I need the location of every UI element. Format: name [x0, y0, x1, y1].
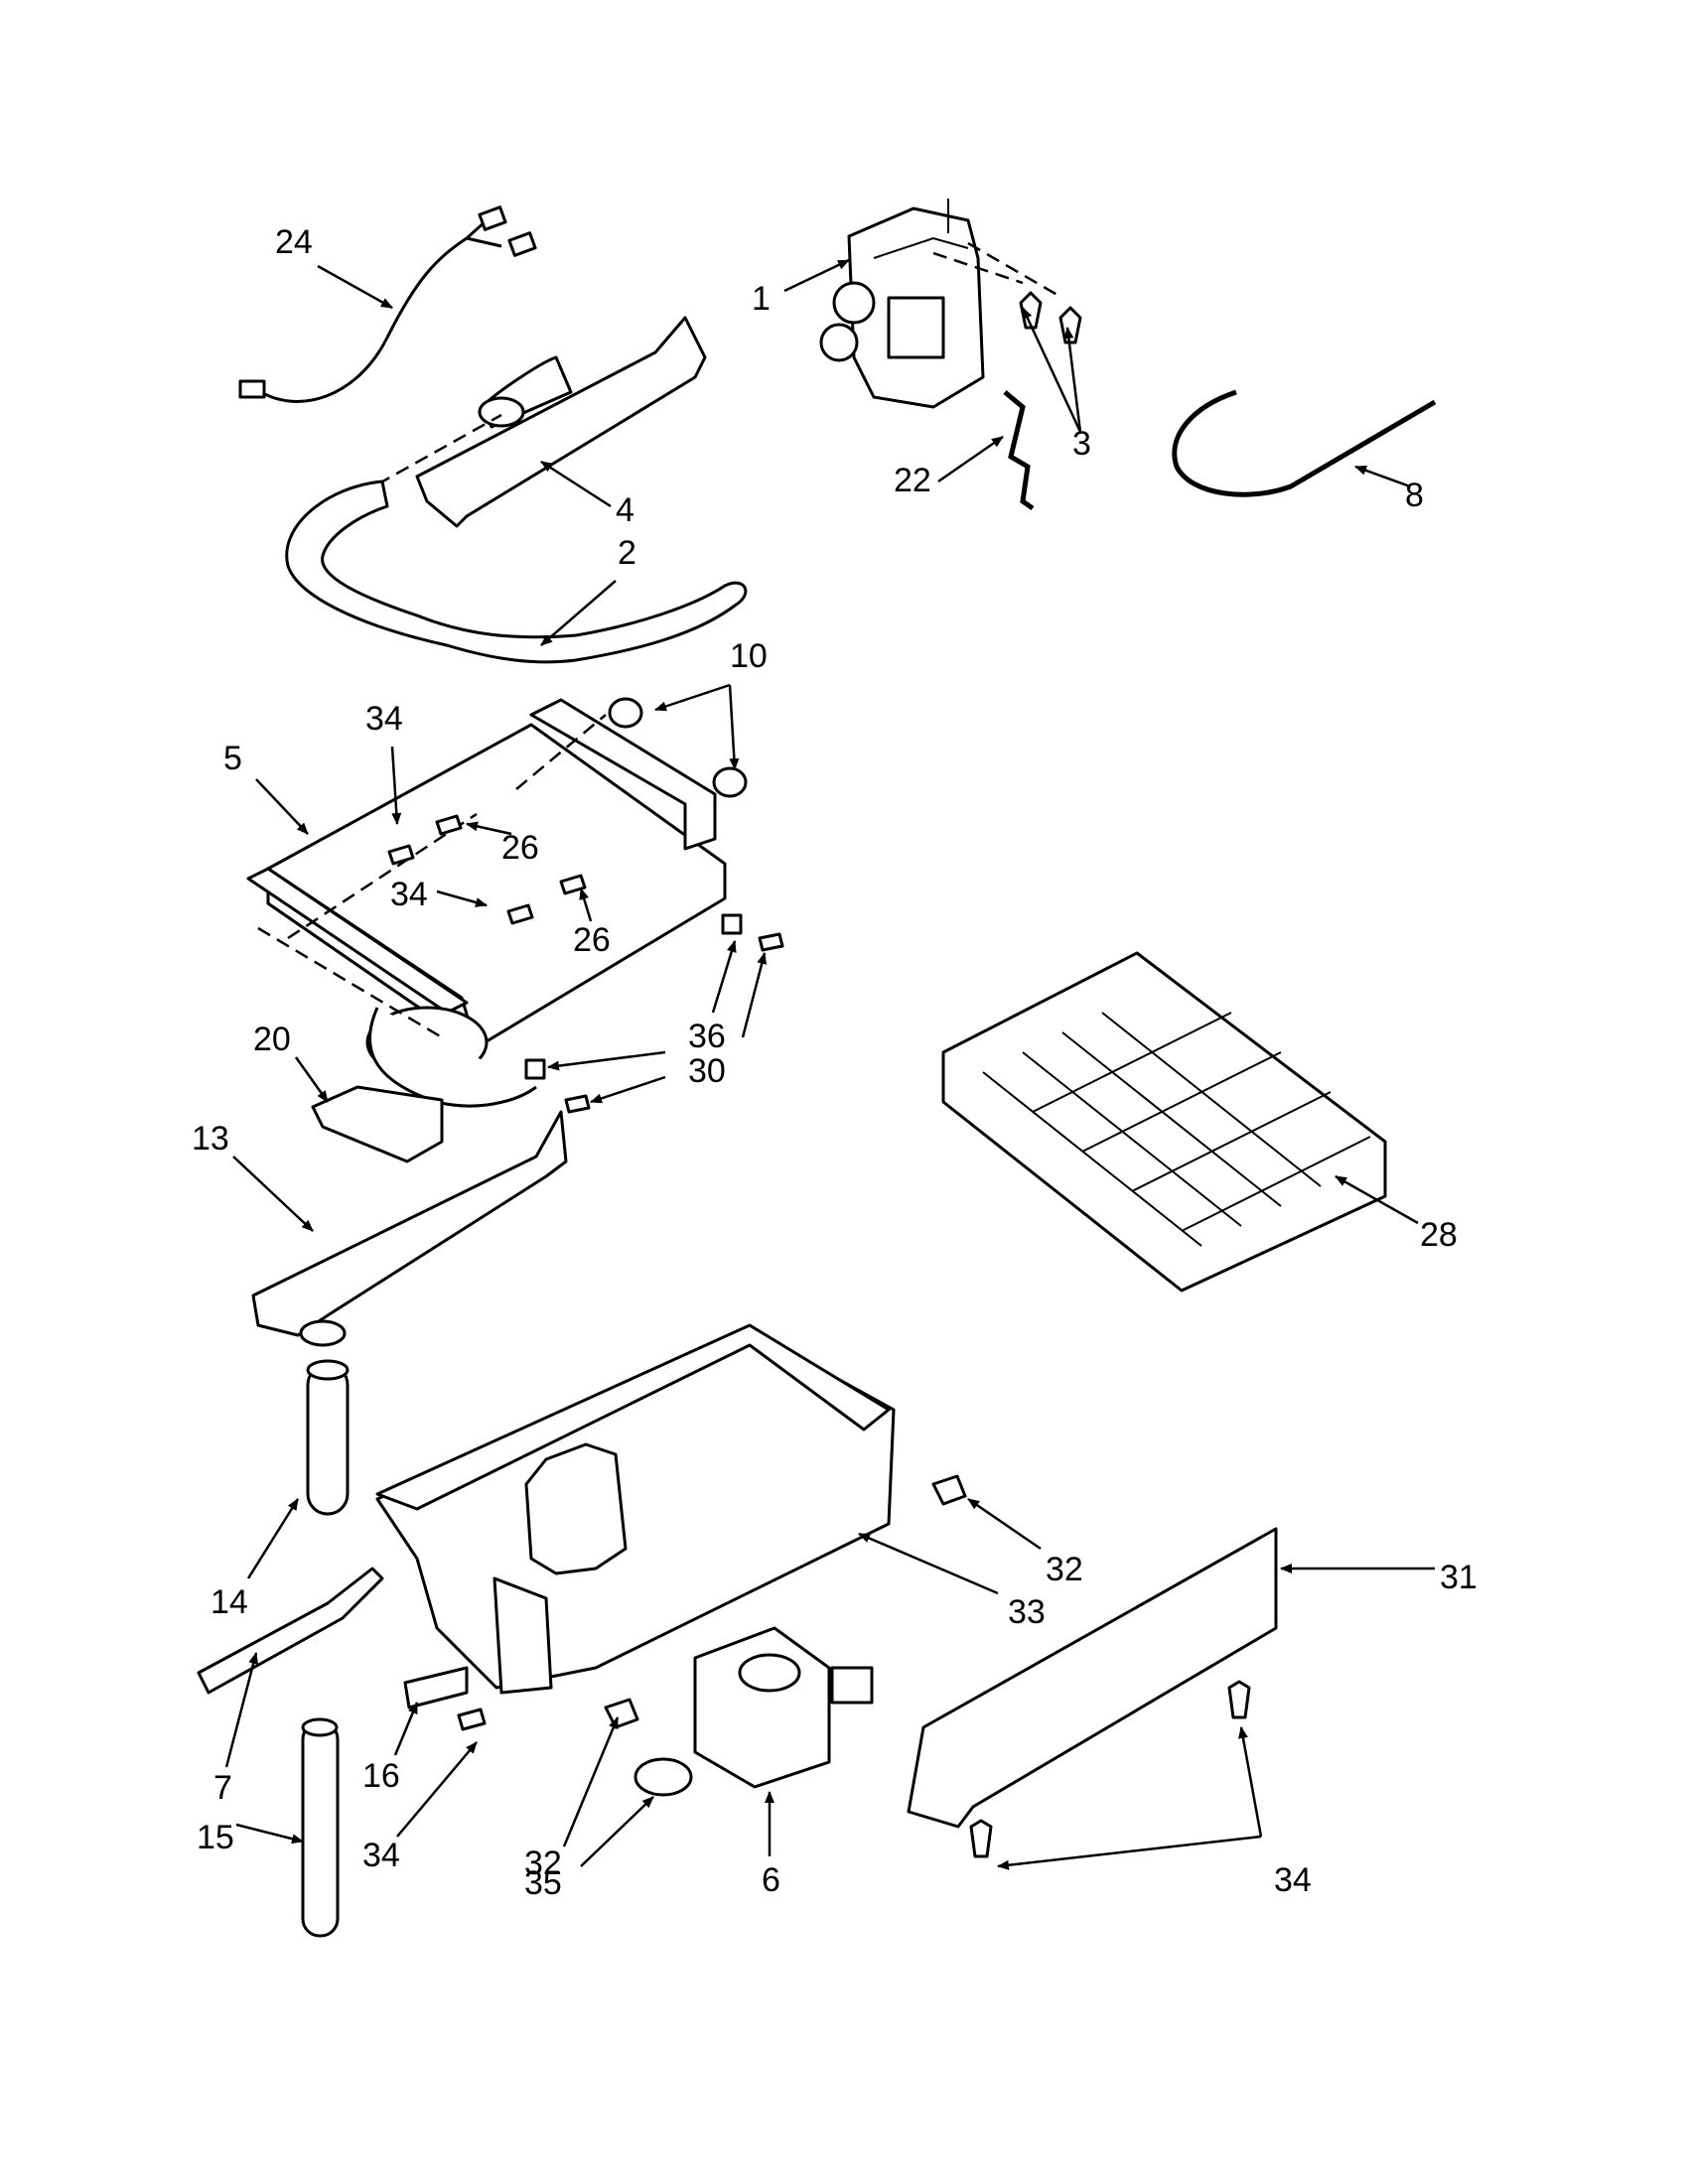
screw-30a	[758, 932, 784, 952]
callout-14: 14	[211, 1583, 248, 1621]
auger-motor-6	[693, 1626, 874, 1789]
callout-7: 7	[213, 1769, 232, 1807]
callout-5: 5	[223, 740, 242, 777]
grommet-10a	[608, 697, 643, 729]
callout-34a: 34	[365, 700, 403, 738]
callout-34d: 34	[1274, 1861, 1312, 1899]
clip-22	[1003, 390, 1035, 511]
callout-32a: 32	[1046, 1551, 1083, 1588]
tube-15	[301, 1717, 340, 1938]
callout-3: 3	[1072, 425, 1091, 463]
callout-30: 30	[688, 1052, 726, 1090]
heater-8	[1172, 389, 1437, 497]
housing-5	[246, 698, 727, 1108]
clip-36a	[721, 913, 743, 935]
screw-34b	[506, 903, 534, 925]
callout-4: 4	[616, 491, 634, 529]
callout-20: 20	[253, 1021, 291, 1058]
screw-34c	[457, 1707, 487, 1731]
bracket-20	[311, 1085, 444, 1163]
fill-cup-4	[376, 316, 707, 528]
callout-33: 33	[1008, 1593, 1046, 1631]
screw-26a	[435, 814, 463, 836]
callout-31: 31	[1440, 1559, 1477, 1596]
callout-26a: 26	[501, 829, 539, 867]
callout-6: 6	[762, 1861, 780, 1899]
screw-26b	[559, 874, 587, 895]
screw-34d	[1227, 1680, 1251, 1719]
nut-35	[633, 1757, 693, 1797]
leader-lines	[224, 258, 1435, 1870]
screw-34a	[387, 844, 415, 866]
ice-bin-33	[375, 1323, 896, 1695]
callout-34b: 34	[390, 876, 428, 913]
screw-34e	[969, 1819, 993, 1858]
grommet-10b	[712, 766, 748, 798]
callout-labels: 1 3 22 8 24 4 2 10 34 5 26 34 26 36 30 2…	[192, 223, 1477, 1902]
tube-7	[197, 1567, 384, 1695]
callout-28: 28	[1420, 1216, 1458, 1254]
clip-36b	[524, 1058, 546, 1080]
callout-2: 2	[618, 534, 636, 572]
callout-35: 35	[524, 1864, 562, 1902]
callout-13: 13	[192, 1120, 229, 1158]
callout-32b: 32	[524, 1844, 562, 1882]
callout-24: 24	[275, 223, 313, 261]
tube-14	[306, 1359, 350, 1516]
ice-grid-28	[941, 951, 1387, 1293]
callout-16: 16	[362, 1757, 400, 1795]
callout-8: 8	[1405, 477, 1424, 514]
fastener-32a	[931, 1474, 967, 1506]
callout-26b: 26	[573, 921, 611, 959]
callout-36: 36	[688, 1018, 726, 1055]
callout-15: 15	[197, 1819, 234, 1856]
fastener-32b	[604, 1698, 639, 1729]
screw-30b	[564, 1094, 591, 1114]
cover-31	[907, 1527, 1278, 1829]
callout-1: 1	[752, 280, 771, 318]
bracket-16	[403, 1666, 469, 1709]
wire-harness	[238, 205, 537, 403]
trough-13	[251, 1110, 568, 1347]
callout-10: 10	[730, 637, 768, 675]
callout-34c: 34	[362, 1837, 400, 1874]
icemaker-control	[819, 199, 985, 409]
fill-tube-2	[285, 479, 748, 664]
callout-22: 22	[894, 462, 931, 499]
